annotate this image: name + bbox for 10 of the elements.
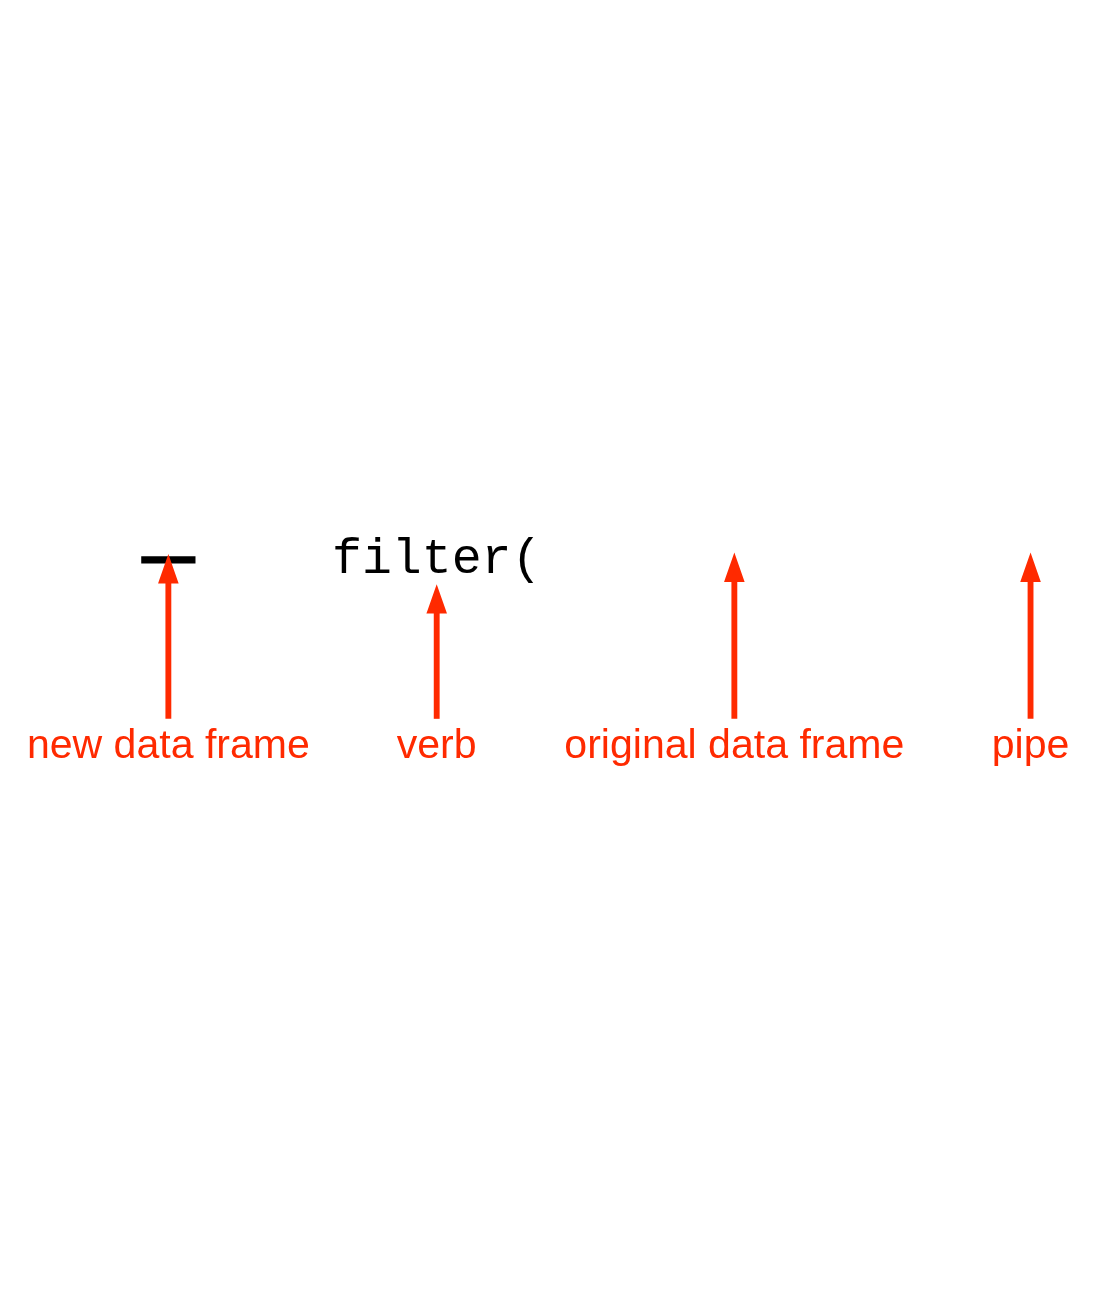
- node-text: filter(: [332, 530, 542, 588]
- node-text: new data frame: [26, 720, 310, 767]
- node-bar: [141, 555, 196, 564]
- arrow: [1020, 552, 1041, 719]
- arrow: [158, 553, 179, 719]
- node-text: verb: [396, 720, 477, 767]
- node-text: pipe: [991, 720, 1070, 767]
- arrow: [426, 583, 447, 719]
- node-text: original data frame: [564, 720, 905, 767]
- arrow: [724, 552, 745, 719]
